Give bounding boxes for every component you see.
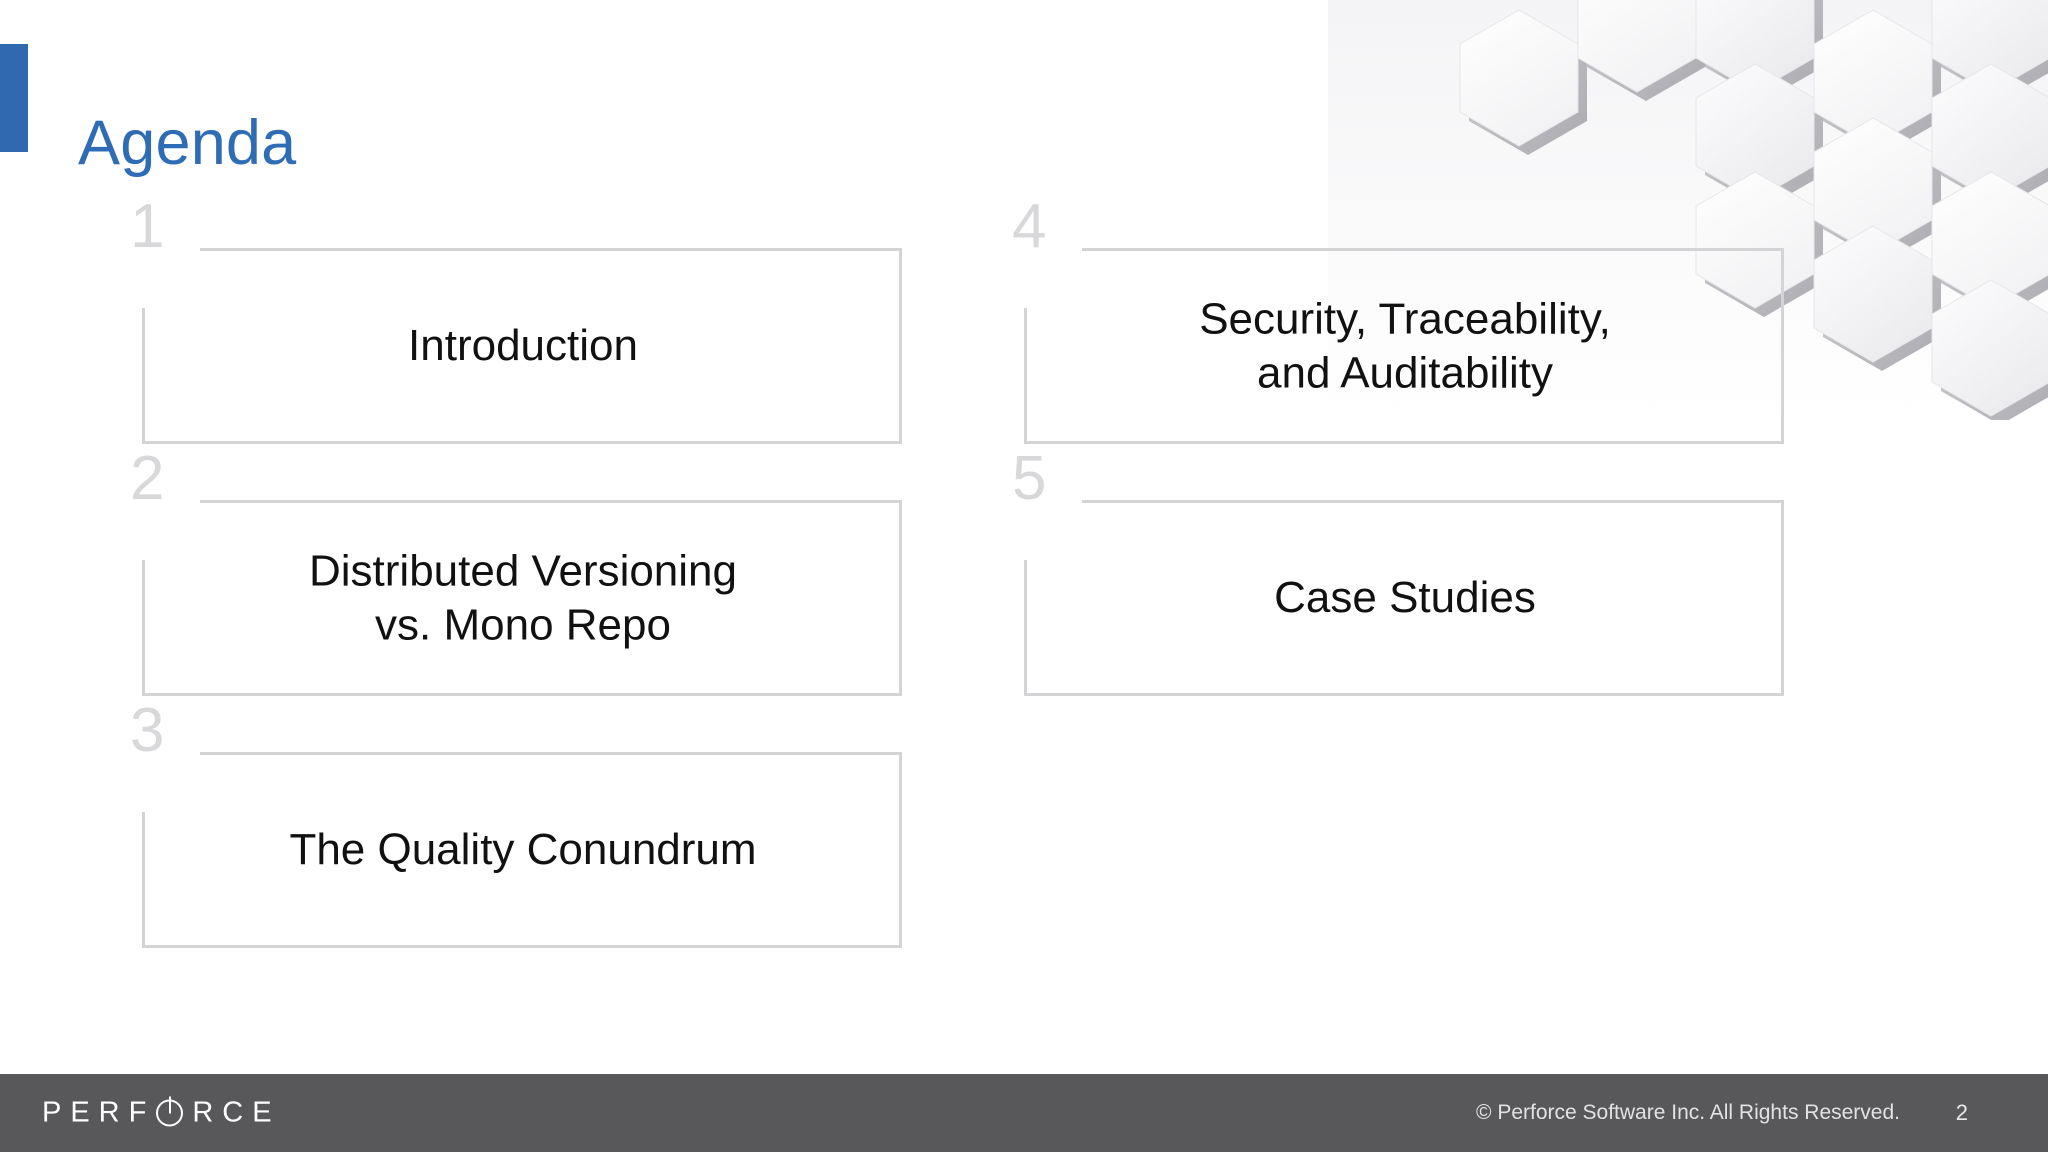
frame-edge-right [1781,248,1784,444]
frame-edge-left [142,560,145,696]
agenda-item-number: 1 [130,192,165,261]
agenda-item-4[interactable]: 4 Security, Traceability, and Auditabili… [1012,196,1784,444]
agenda-item-number: 4 [1012,192,1047,261]
frame-edge-top [200,752,902,755]
frame-edge-bottom [1024,441,1784,444]
agenda-item-number: 2 [130,444,165,513]
frame-edge-right [1781,500,1784,696]
frame-edge-top [200,248,902,251]
frame-edge-bottom [142,693,902,696]
agenda-item-2[interactable]: 2 Distributed Versioning vs. Mono Repo [130,448,902,696]
footer-bar: PERF RCE © Perforce Software Inc. All Ri… [0,1074,2048,1152]
frame-edge-right [899,500,902,696]
frame-edge-left [142,308,145,444]
agenda-item-frame [142,248,902,444]
agenda-item-1[interactable]: 1 Introduction [130,196,902,444]
title-accent-bar [0,44,28,152]
logo-text-after: RCE [192,1096,281,1129]
agenda-item-5[interactable]: 5 Case Studies [1012,448,1784,696]
frame-edge-top [1082,500,1784,503]
agenda-item-label: Security, Traceability, and Auditability [1199,294,1611,397]
frame-edge-bottom [142,945,902,948]
frame-edge-left [1024,560,1027,696]
logo-text-before: PERF [42,1096,156,1129]
agenda-item-label: The Quality Conundrum [289,825,757,875]
agenda-item-label: Introduction [408,321,638,371]
agenda-column-left: 1 Introduction 2 Distributed Versioni [130,196,902,1004]
agenda-item-frame [142,752,902,948]
copyright-text: © Perforce Software Inc. All Rights Rese… [1476,1101,1900,1124]
agenda-item-number: 5 [1012,444,1047,513]
perforce-o-mark-icon [156,1099,184,1127]
frame-edge-top [1082,248,1784,251]
page-number: 2 [1955,1100,1968,1125]
agenda-item-number: 3 [130,696,165,765]
frame-edge-bottom [1024,693,1784,696]
agenda-item-3[interactable]: 3 The Quality Conundrum [130,700,902,948]
page-title: Agenda [78,108,297,179]
frame-edge-left [142,812,145,948]
agenda-item-frame [1024,248,1784,444]
frame-edge-right [899,248,902,444]
frame-edge-bottom [142,441,902,444]
frame-edge-left [1024,308,1027,444]
agenda-item-frame [1024,500,1784,696]
frame-edge-top [200,500,902,503]
perforce-logo: PERF RCE [42,1097,281,1130]
agenda-item-label: Distributed Versioning vs. Mono Repo [308,546,737,649]
frame-edge-right [899,752,902,948]
agenda-column-right: 4 Security, Traceability, and Auditabili… [1012,196,1784,752]
agenda-item-label: Case Studies [1274,573,1536,623]
agenda-item-frame [142,500,902,696]
